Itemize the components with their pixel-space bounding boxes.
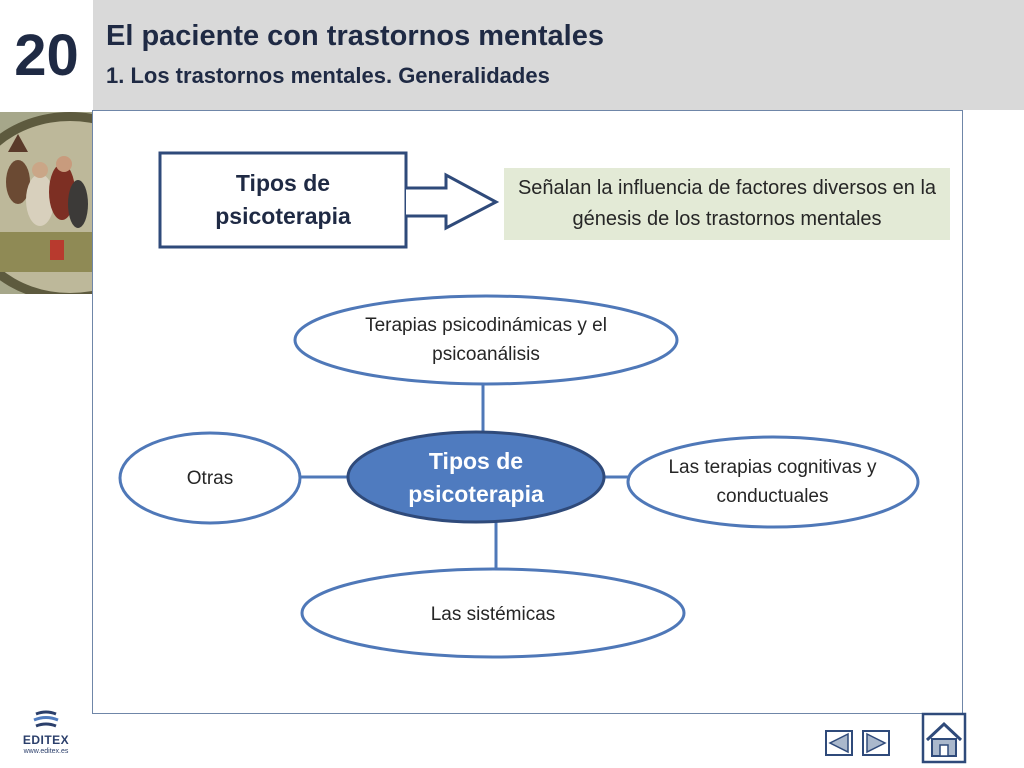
node-right [626,435,920,529]
painting-thumbnail [0,112,93,294]
header-band: El paciente con trastornos mentales 1. L… [93,0,1024,110]
node-left [118,431,302,525]
prev-button[interactable] [825,730,853,756]
node-top-label: Terapias psicodinámicas y el psicoanális… [365,315,607,365]
node-top [293,294,679,386]
node-bottom-label: Las sistémicas [430,603,556,625]
node-bottom [300,567,686,659]
chapter-number: 20 [14,22,79,88]
brand-url: www.editex.es [23,748,69,755]
editex-logo: EDITEX www.editex.es [14,710,78,758]
triangle-right-icon [866,732,887,754]
brand-name: EDITEX [22,733,70,747]
node-center [346,430,606,524]
page-title: El paciente con trastornos mentales [106,20,604,52]
node-right-label: Las terapias cognitivas y conductuales [668,457,877,507]
tipos-box-label: Tipos de psicoterapia [215,170,351,229]
triangle-left-icon [828,732,849,754]
home-icon [925,721,963,757]
note-text: Señalan la influencia de factores divers… [517,177,937,230]
home-button[interactable] [921,712,967,764]
tipos-box [158,151,408,249]
node-center-label: Tipos de psicoterapia [408,448,544,507]
editex-logo-icon [33,710,59,728]
node-left-label: Otras [186,467,234,489]
arrow-right-icon [406,172,500,231]
next-button[interactable] [862,730,890,756]
note-box: Señalan la influencia de factores divers… [504,168,950,240]
page-subtitle: 1. Los trastornos mentales. Generalidade… [106,63,550,88]
